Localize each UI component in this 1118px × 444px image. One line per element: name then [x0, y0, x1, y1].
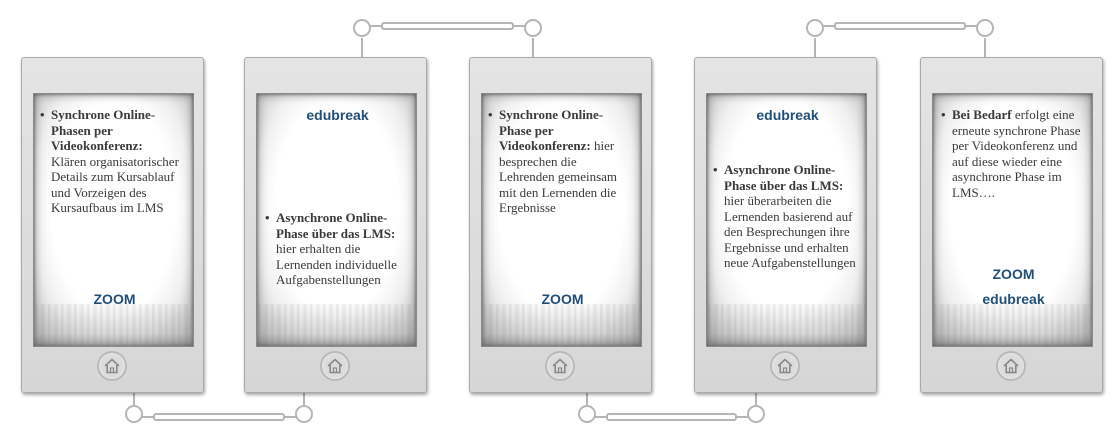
edubreak-label: edubreak	[306, 107, 369, 123]
phone-2: edubreak • Asynchrone Online-Phase über …	[244, 57, 427, 393]
bullet-dot: •	[265, 210, 270, 225]
phone-screen: • Synchrone Online-Phasen per Videokonfe…	[33, 93, 194, 347]
screen-texture	[257, 304, 416, 346]
phone-screen: edubreak • Asynchrone Online-Phase über …	[706, 93, 867, 347]
bullet-heading: Asynchrone Online-Phase über das LMS:	[276, 210, 396, 241]
phone-screen: • Synchrone Online-Phase per Videokonfer…	[481, 93, 642, 347]
screen-texture	[34, 304, 193, 346]
bullet-item: • Asynchrone Online-Phase über das LMS: …	[713, 162, 856, 271]
phone-4: edubreak • Asynchrone Online-Phase über …	[694, 57, 877, 393]
bullet-heading: Synchrone Online-Phasen per Videokonfere…	[51, 107, 156, 153]
bullet-text: Klären organisatorischer Details zum Kur…	[51, 153, 179, 216]
home-icon	[327, 358, 343, 374]
bullet-dot: •	[941, 107, 946, 122]
edubreak-label: edubreak	[982, 291, 1045, 307]
phone-screen: edubreak • Asynchrone Online-Phase über …	[256, 93, 417, 347]
phone-1: • Synchrone Online-Phasen per Videokonfe…	[21, 57, 204, 393]
home-icon	[777, 358, 793, 374]
bullet-item: • Synchrone Online-Phasen per Videokonfe…	[40, 107, 179, 216]
home-icon	[552, 358, 568, 374]
home-button[interactable]	[97, 351, 127, 381]
bullet-item: • Synchrone Online-Phase per Videokonfer…	[488, 107, 631, 216]
phone-screen: • Bei Bedarf erfolgt eine erneute synchr…	[932, 93, 1093, 347]
bullet-item: • Asynchrone Online-Phase über das LMS: …	[265, 210, 408, 288]
bullet-dot: •	[40, 107, 45, 122]
zoom-label: ZOOM	[992, 266, 1035, 282]
screen-texture	[482, 304, 641, 346]
home-button[interactable]	[996, 351, 1026, 381]
home-icon	[104, 358, 120, 374]
bullet-text: hier besprechen die Lehrenden gemeinsam …	[499, 138, 618, 215]
bullet-text: erfolgt eine erneute synchrone Phase per…	[952, 107, 1081, 200]
bullet-text: hier überarbeiten die Lernenden basieren…	[724, 193, 856, 270]
bullet-text: hier erhalten die Lernenden individuelle…	[276, 241, 397, 287]
bullet-dot: •	[713, 162, 718, 177]
bullet-heading: Bei Bedarf	[952, 107, 1012, 122]
phone-5: • Bei Bedarf erfolgt eine erneute synchr…	[920, 57, 1103, 393]
zoom-label: ZOOM	[93, 291, 136, 307]
home-button[interactable]	[770, 351, 800, 381]
screen-texture	[707, 304, 866, 346]
screen-texture	[933, 304, 1092, 346]
bullet-heading: Asynchrone Online-Phase über das LMS:	[724, 162, 844, 193]
zoom-label: ZOOM	[541, 291, 584, 307]
home-icon	[1003, 358, 1019, 374]
phone-3: • Synchrone Online-Phase per Videokonfer…	[469, 57, 652, 393]
bullet-heading: Synchrone Online-Phase per Videokonferen…	[499, 107, 604, 153]
edubreak-label: edubreak	[756, 107, 819, 123]
bullet-item: • Bei Bedarf erfolgt eine erneute synchr…	[941, 107, 1086, 200]
home-button[interactable]	[320, 351, 350, 381]
bullet-dot: •	[488, 107, 493, 122]
home-button[interactable]	[545, 351, 575, 381]
